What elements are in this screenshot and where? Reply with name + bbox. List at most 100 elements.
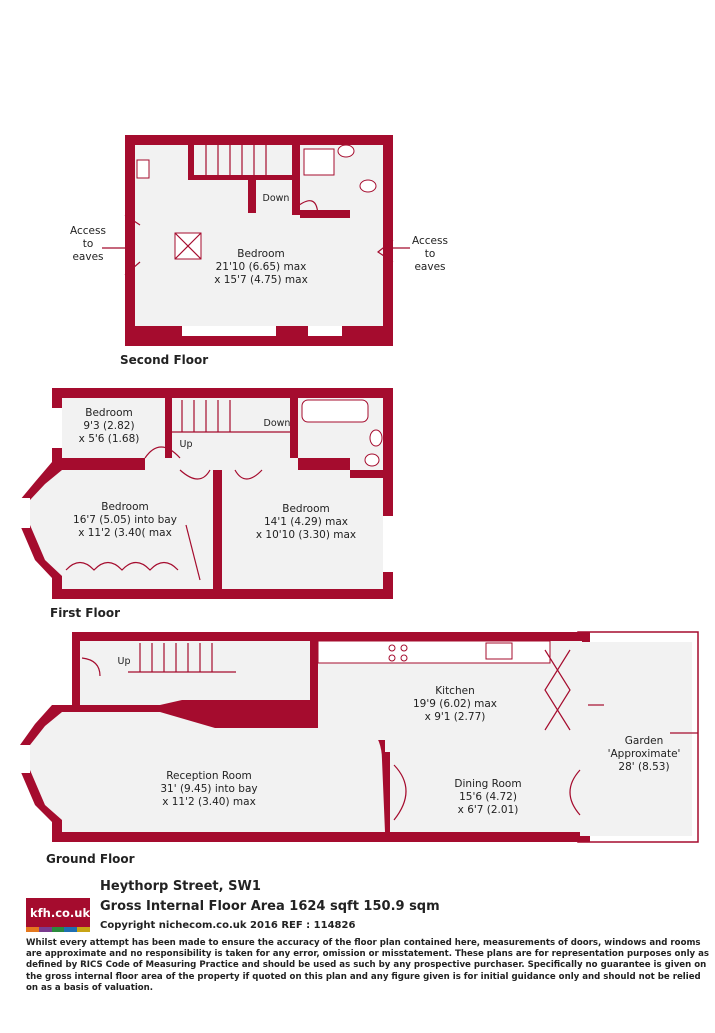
second-bedroom-name: Bedroom [237, 248, 285, 260]
first-bay-bedroom-dim2: x 11'2 (3.40( max [78, 527, 172, 539]
first-right-bedroom-dim2: x 10'10 (3.30) max [256, 529, 356, 541]
second-floor-stair-treads [205, 145, 267, 175]
second-floor-down-label: Down [263, 193, 290, 204]
floor-area: Gross Internal Floor Area 1624 sqft 150.… [100, 899, 440, 914]
first-small-bedroom-area [62, 398, 165, 458]
second-floor-stairs [194, 145, 292, 175]
garden-name: Garden [625, 735, 663, 747]
second-bedroom-dim1: 21'10 (6.65) max [216, 261, 307, 273]
second-floor: Down Access to eaves Access to eaves Bed… [70, 135, 448, 367]
first-landing-area [172, 398, 290, 458]
second-floor-bath-wall [292, 140, 300, 215]
first-floor-label: First Floor [50, 606, 120, 620]
ground-hall-area [80, 641, 310, 705]
second-floor-wall-segment [248, 175, 256, 213]
property-address: Heythorp Street, SW1 [100, 879, 261, 894]
first-small-bedroom-name: Bedroom [85, 407, 133, 419]
access-right-line1: Access [412, 235, 448, 247]
kitchen-dim1: 19'9 (6.02) max [413, 698, 497, 710]
garden-dim2: 28' (8.53) [618, 761, 669, 773]
dining-dim1: 15'6 (4.72) [459, 791, 517, 803]
wardrobe-doors [65, 561, 179, 571]
first-small-bedroom-dim1: 9'3 (2.82) [83, 420, 134, 432]
wardrobe-door-diag [185, 524, 201, 581]
reception-name: Reception Room [166, 770, 252, 782]
logo-stripe [51, 927, 65, 932]
dining-door-swing [393, 764, 407, 821]
first-bay-window [20, 498, 30, 528]
first-up-label: Up [180, 439, 193, 450]
kitchen-worktop [317, 640, 551, 664]
garden-dim1: 'Approximate' [608, 748, 681, 760]
eaves-door-left-upper [124, 214, 141, 226]
access-right-line2: to [425, 248, 436, 260]
disclaimer: Whilst every attempt has been made to en… [26, 938, 710, 993]
first-floor: Bedroom 9'3 (2.82) x 5'6 (1.68) Up Down … [20, 388, 393, 620]
first-landing-corridor [145, 458, 298, 470]
kitchen-name: Kitchen [435, 685, 474, 697]
first-washbasin [369, 429, 383, 447]
hob-ring [400, 644, 408, 652]
first-floor-stair-treads [172, 400, 290, 433]
first-right-bedroom-area [222, 470, 383, 589]
kitchen-area [318, 641, 582, 740]
access-right-line3: eaves [414, 261, 445, 273]
back-door-glazing [544, 649, 571, 731]
logo-stripe [38, 927, 52, 932]
eaves-door-right [376, 239, 394, 263]
first-down-label: Down [264, 418, 291, 429]
access-left-line1: Access [70, 225, 106, 237]
garden-area [580, 642, 692, 836]
second-floor-bath-wall-bottom [300, 210, 350, 218]
toilet [359, 179, 377, 193]
first-door-swing-2 [179, 469, 211, 480]
logo-stripe [64, 927, 78, 932]
dining-dim2: x 6'7 (2.01) [458, 804, 519, 816]
reception-dim1: 31' (9.45) into bay [160, 783, 257, 795]
dining-kitchen-opening [385, 740, 582, 752]
ground-up-label: Up [118, 656, 131, 667]
garden-door-swing [569, 769, 581, 816]
first-bay-bedroom-area [30, 470, 213, 589]
second-bedroom-dim2: x 15'7 (4.75) max [214, 274, 308, 286]
reception-area [30, 712, 385, 832]
hob-ring [388, 644, 396, 652]
first-toilet [364, 453, 380, 467]
first-right-window [383, 516, 393, 572]
first-bay-bedroom-dim1: 16'7 (5.05) into bay [73, 514, 177, 526]
first-right-bedroom-dim1: 14'1 (4.29) max [264, 516, 348, 528]
washbasin [337, 144, 355, 158]
second-floor-window-left [182, 326, 276, 336]
ground-floor: Up Kitchen 19'9 (6.02) max x 9'1 (2.77) … [20, 631, 699, 866]
second-floor-window-right [308, 326, 342, 336]
kitchen-dim2: x 9'1 (2.77) [425, 711, 486, 723]
dining-area [390, 752, 580, 832]
shower-tray [303, 148, 335, 176]
ground-bay-window [20, 745, 30, 773]
ground-floor-label: Ground Floor [46, 852, 135, 866]
ground-stair-treads [128, 643, 236, 673]
logo-stripe [26, 927, 39, 932]
first-small-window [52, 408, 62, 448]
floor-plan: Down Access to eaves Access to eaves Bed… [20, 135, 699, 866]
hob-ring [388, 654, 396, 662]
bath-door-swing [292, 200, 319, 219]
bathtub [301, 399, 369, 423]
copyright: Copyright nichecom.co.uk 2016 REF : 1148… [100, 920, 356, 931]
first-small-bedroom-dim2: x 5'6 (1.68) [79, 433, 140, 445]
kitchen-sink [485, 642, 513, 660]
first-bay-bedroom-name: Bedroom [101, 501, 149, 513]
eaves-hatch [136, 159, 150, 179]
eaves-door-left-lower [124, 261, 141, 276]
logo-stripe [77, 927, 90, 932]
access-left-line2: to [83, 238, 94, 250]
first-door-swing-3 [234, 469, 263, 480]
second-floor-label: Second Floor [120, 353, 208, 367]
kfh-logo: kfh.co.uk [26, 898, 90, 932]
logo-text: kfh.co.uk [30, 906, 91, 920]
first-door-swing-1 [144, 446, 181, 459]
access-left-line3: eaves [72, 251, 103, 263]
logo-stripes [26, 927, 90, 932]
front-door-swing [81, 657, 101, 677]
dining-name: Dining Room [454, 778, 521, 790]
